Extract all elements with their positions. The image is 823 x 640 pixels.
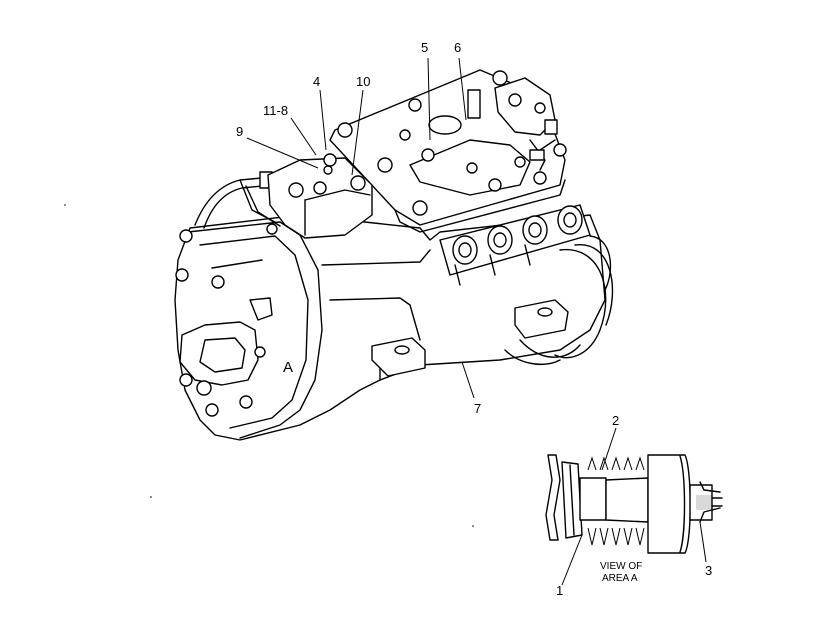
delivery-valve-holders bbox=[439, 204, 591, 286]
detail-caption-line1: VIEW OF bbox=[600, 561, 642, 572]
leader-lines bbox=[246, 57, 475, 399]
callout-11-8: 11-8 bbox=[263, 103, 288, 118]
pump-housing bbox=[174, 214, 614, 441]
callout-7: 7 bbox=[474, 401, 481, 416]
area-a-label: A bbox=[283, 359, 293, 376]
speck bbox=[472, 525, 474, 527]
callout-3: 3 bbox=[705, 563, 712, 578]
speck bbox=[150, 496, 152, 498]
callout-10: 10 bbox=[356, 74, 370, 89]
top-cover bbox=[329, 69, 567, 233]
callout-9: 9 bbox=[236, 124, 243, 139]
detail-caption-line2: AREA A bbox=[602, 573, 638, 584]
callout-4: 4 bbox=[313, 74, 320, 89]
speck bbox=[64, 204, 66, 206]
detail-view-area-a bbox=[545, 427, 723, 586]
callout-5: 5 bbox=[421, 40, 428, 55]
callout-6: 6 bbox=[454, 40, 461, 55]
governor-cover bbox=[267, 153, 373, 239]
callout-2: 2 bbox=[612, 413, 619, 428]
callout-1: 1 bbox=[556, 583, 563, 598]
